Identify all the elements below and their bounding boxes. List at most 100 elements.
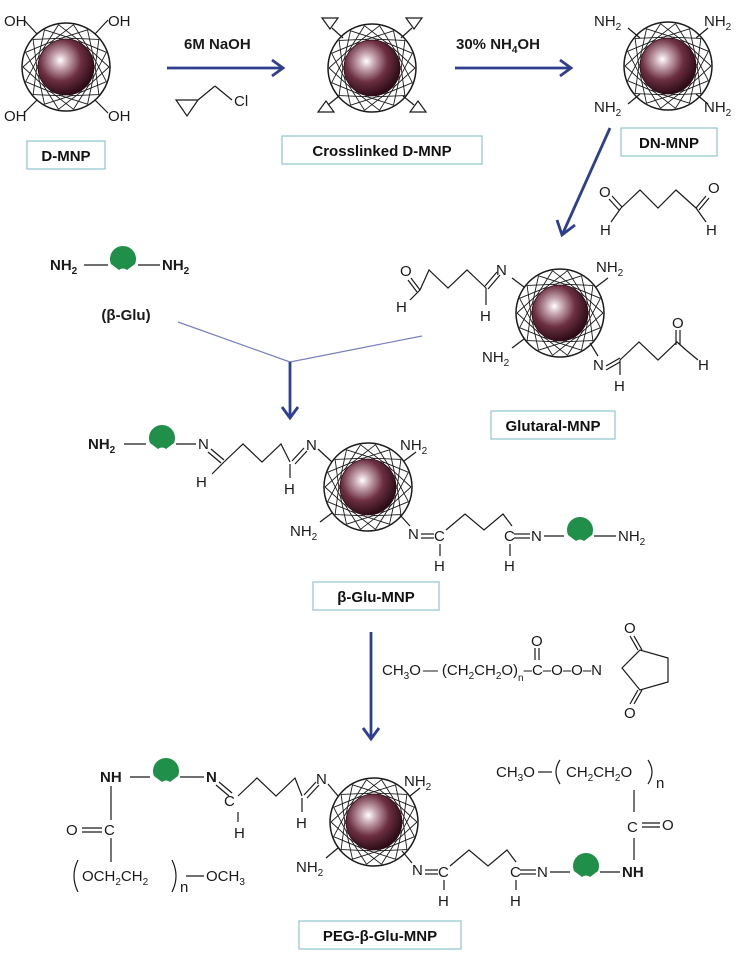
d-mnp-label: D-MNP: [41, 148, 90, 165]
peg-c-3: C: [438, 864, 449, 881]
bglu-n-2: N: [306, 437, 317, 454]
oh-label-tl: OH: [4, 13, 27, 30]
peg-c-4: C: [510, 864, 521, 881]
bglu-h-2: H: [284, 481, 295, 498]
peg-nh2-tr: NH2: [404, 773, 432, 793]
nh2-dn-tr: NH2: [704, 13, 732, 33]
nhs-o-bottom: O: [624, 705, 636, 722]
peg-particle-icon: [329, 777, 419, 867]
merge-line-right: [289, 335, 423, 363]
glutaral-h-right: H: [706, 222, 717, 239]
glutaral-o-lower: O: [672, 315, 684, 332]
peg-h-4: H: [510, 893, 521, 910]
peg-c-1: C: [224, 793, 235, 810]
peg-chain-right: CH3O: [496, 764, 535, 784]
dn-mnp-group: NH2 NH2 NH2 NH2 DN-MNP: [594, 13, 732, 157]
d-mnp-label-box: [26, 140, 106, 170]
peg-n-2: N: [316, 771, 327, 788]
glutaral-h-cho: H: [396, 299, 407, 316]
glutaral-mnp-group: N H O H NH2 NH2 N H O H Glutaral-MNP: [396, 259, 709, 440]
peg-h-2: H: [296, 815, 307, 832]
glutaral-nh2-tr: NH2: [596, 259, 624, 279]
merge-line-left: [177, 321, 291, 363]
glutaral-n-upper: N: [496, 262, 507, 279]
peg-label: PEG-β-Glu-MNP: [323, 928, 437, 945]
arrow-5-head-icon: [361, 727, 381, 742]
crosslinked-label-box: [281, 135, 483, 165]
dn-mnp-label: DN-MNP: [639, 135, 699, 152]
nh2-dn-bl: NH2: [594, 99, 622, 119]
peg-o-right: O: [662, 817, 674, 834]
bglu-nh2-right: NH2: [618, 528, 646, 548]
peg-chain-left: OCH2CH2: [82, 868, 149, 888]
bglu-h-4: H: [504, 558, 515, 575]
bglu-particle-icon: [323, 442, 413, 532]
bglu-n-3: N: [408, 526, 419, 543]
nhs-o-top: O: [624, 620, 636, 637]
peg-h-3: H: [438, 893, 449, 910]
peg-nh2-bl: NH2: [296, 859, 324, 879]
peg-n-sub-right: n: [656, 775, 664, 792]
peg-o-left: O: [66, 822, 78, 839]
arrow-3: [561, 127, 612, 234]
glutaral-label-box: [490, 410, 616, 440]
peg-h-1: H: [234, 825, 245, 842]
bglu-nh2-left: NH2: [88, 436, 116, 456]
d-mnp-particle-icon: [21, 22, 111, 112]
nh2-dn-tl: NH2: [594, 13, 622, 33]
glutaral-n-lower: N: [593, 357, 604, 374]
nh2-dn-br: NH2: [704, 99, 732, 119]
peg-carbonyl-o: O: [531, 633, 543, 650]
arrow-4-head-icon: [280, 406, 300, 421]
enzyme-icon: [110, 246, 136, 270]
bglu-label: β-Glu-MNP: [337, 589, 414, 606]
peg-chain-right-inner: CH2CH2O: [566, 764, 632, 784]
bglu-label-box: [312, 581, 440, 611]
reagent-nh4oh: 30% NH4OH: [456, 36, 540, 56]
peg-nh-right: NH: [622, 864, 644, 881]
peg-c-right: C: [627, 819, 638, 836]
oh-label-tr: OH: [108, 13, 131, 30]
beta-glu-mnp-group: NH2 N H N H NH2 NH2 N C H C N H: [88, 425, 646, 611]
dn-mnp-label-box: [620, 127, 718, 157]
crosslinked-d-mnp-group: Crosslinked D-MNP: [281, 17, 483, 165]
beta-glu-enzyme-group: NH2 NH2 (β-Glu): [50, 246, 190, 324]
glutaral-h-left: H: [600, 222, 611, 239]
bglu-c-3: C: [434, 528, 445, 545]
epichlorohydrin-structure: Cl: [174, 85, 248, 118]
glutaral-o-left: O: [599, 184, 611, 201]
peg-n-3: N: [412, 862, 423, 879]
peg-n-4: N: [537, 864, 548, 881]
bglu-n-1: N: [198, 436, 209, 453]
cl-atom: Cl: [234, 93, 248, 110]
peg-label-box: [298, 920, 462, 950]
glutaral-h-upper: H: [480, 308, 491, 325]
glutaral-h-lower: H: [614, 378, 625, 395]
bglu-nh2-bl: NH2: [290, 523, 318, 543]
glutaral-o-upper: O: [400, 263, 412, 280]
peg-nh-left: NH: [100, 769, 122, 786]
bglu-n-4: N: [531, 528, 542, 545]
oh-label-bl: OH: [4, 108, 27, 125]
bglu-enzyme-icon-right: [567, 517, 593, 541]
peg-enzyme-icon-right: [573, 853, 599, 877]
crosslinked-label: Crosslinked D-MNP: [312, 143, 451, 160]
bglu-h-3: H: [434, 558, 445, 575]
enzyme-caption: (β-Glu): [101, 307, 150, 324]
crosslinked-particle-icon: [327, 23, 417, 113]
peg-nhs-structure: CH3O—(CH2CH2O)n–C–O–O–N O O O: [382, 620, 669, 722]
peg-n-1: N: [206, 769, 217, 786]
reagent-naoh: 6M NaOH: [184, 36, 251, 53]
arrow-2-head-icon: [559, 58, 574, 78]
oh-label-br: OH: [108, 108, 131, 125]
enzyme-nh2-left: NH2: [50, 257, 78, 277]
peg-och3-left: OCH3: [206, 868, 245, 888]
glutaral-nh2-bl: NH2: [482, 349, 510, 369]
peg-reagent-text: CH3O—(CH2CH2O)n–C–O–O–N: [382, 662, 602, 684]
arrow-3-head-icon: [555, 219, 576, 238]
bglu-h-1: H: [196, 474, 207, 491]
bglu-enzyme-icon-left: [149, 425, 175, 449]
bglu-nh2-tr: NH2: [400, 437, 428, 457]
